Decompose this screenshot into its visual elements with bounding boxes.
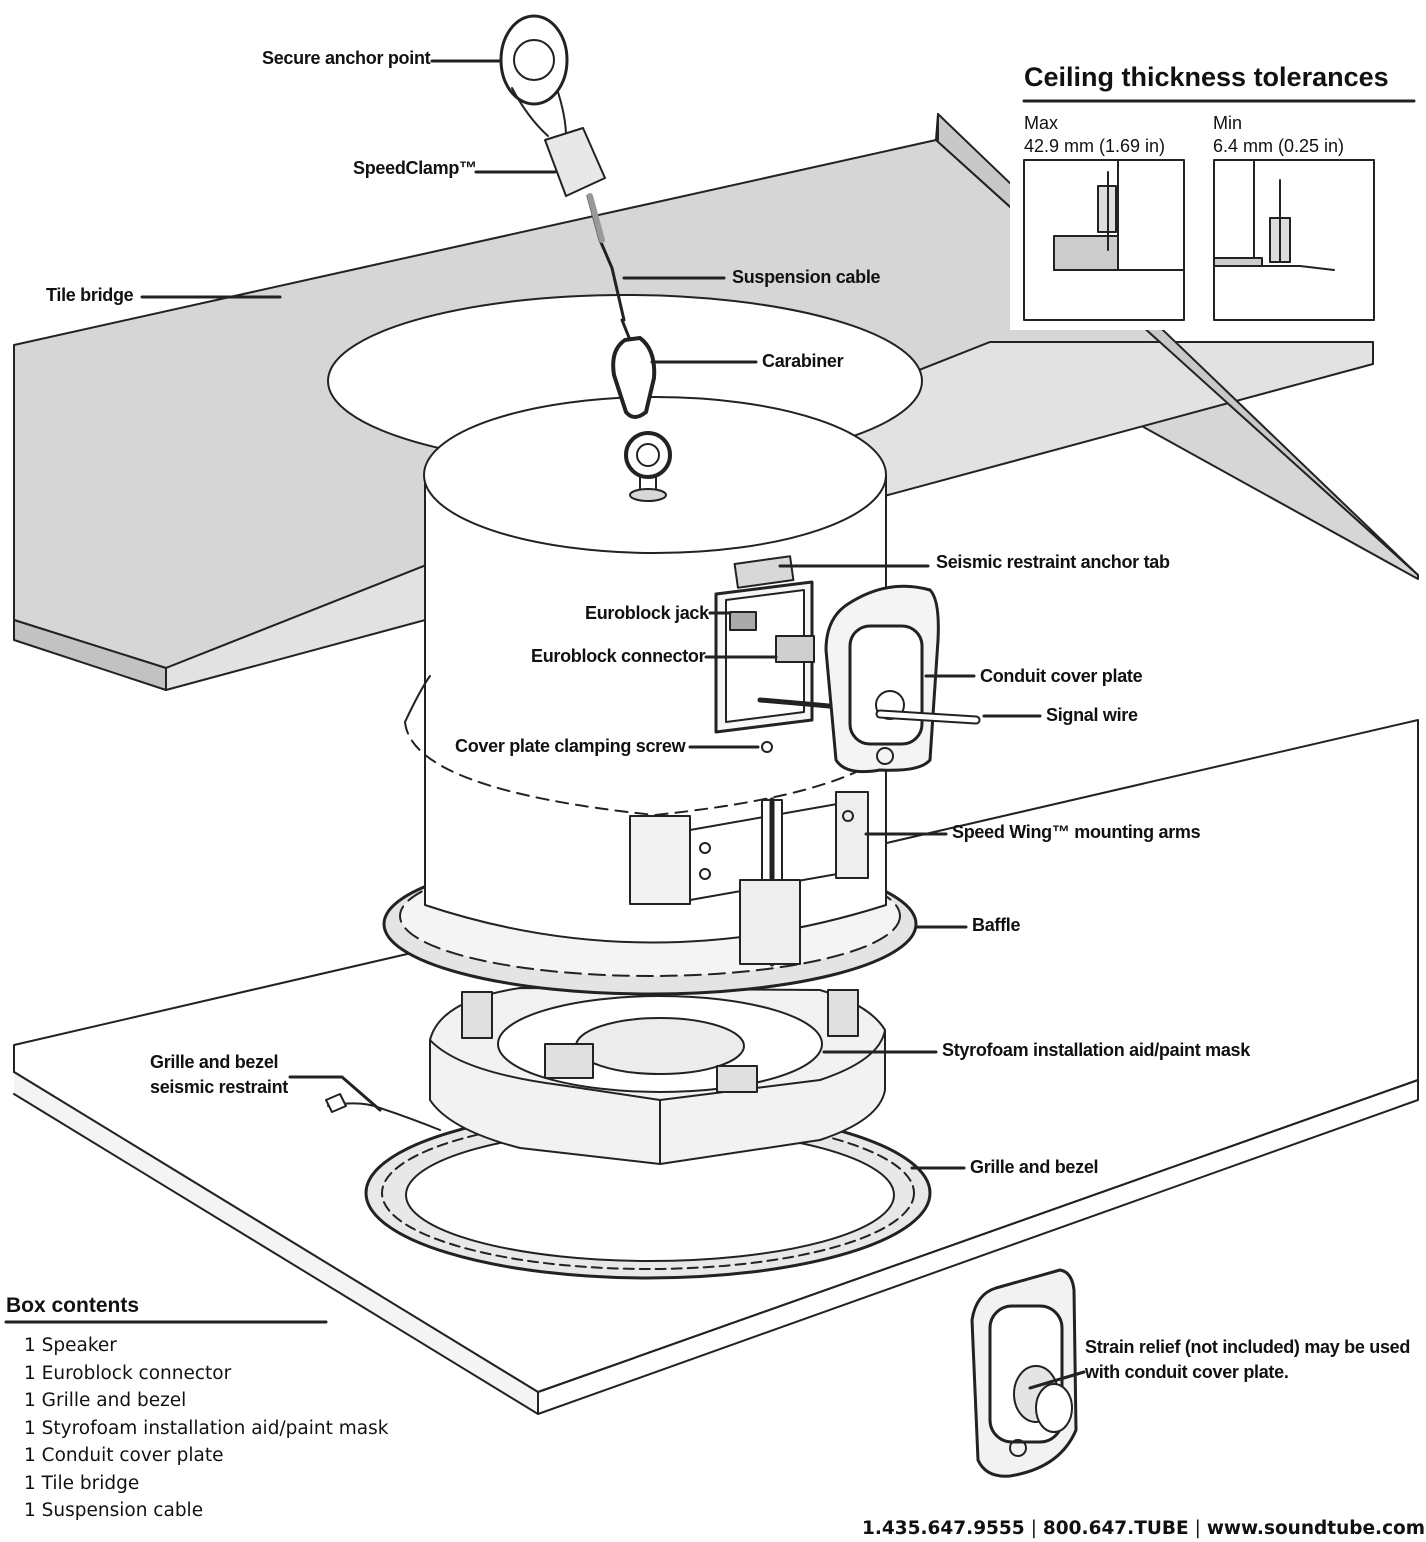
box-contents-title: Box contents bbox=[6, 1294, 140, 1317]
ceiling-thickness-title: Ceiling thickness tolerances bbox=[1024, 62, 1389, 92]
footer-tollfree: 800.647.TUBE bbox=[1042, 1518, 1189, 1539]
box-contents-list: 1 Speaker 1 Euroblock connector 1 Grille… bbox=[24, 1334, 388, 1527]
label-styrofoam: Styrofoam installation aid/paint mask bbox=[942, 1040, 1250, 1060]
max-value: 42.9 mm (1.69 in) bbox=[1024, 136, 1166, 156]
grille-and-bezel bbox=[364, 1106, 932, 1280]
label-secure-anchor-point: Secure anchor point bbox=[262, 48, 431, 68]
ceiling-thickness-min: Min 6.4 mm (0.25 in) bbox=[1213, 112, 1344, 158]
label-cover-plate-clamping-screw: Cover plate clamping screw bbox=[455, 736, 686, 756]
clamping-screw bbox=[761, 741, 773, 753]
conduit-cover-plate bbox=[824, 584, 981, 774]
label-euroblock-jack: Euroblock jack bbox=[585, 603, 709, 623]
list-item: 1 Speaker bbox=[24, 1335, 117, 1356]
suspension-assembly bbox=[499, 14, 657, 419]
max-label: Max bbox=[1024, 113, 1059, 133]
eye-bolt bbox=[624, 431, 672, 502]
list-item: 1 Grille and bezel bbox=[24, 1390, 187, 1411]
footer-separator: | bbox=[1194, 1518, 1201, 1539]
label-grille-seismic-restraint: Grille and bezel seismic restraint bbox=[150, 1052, 288, 1097]
label-strain-relief: Strain relief (not included) may be used… bbox=[1085, 1337, 1411, 1382]
label-seismic-restraint-anchor-tab: Seismic restraint anchor tab bbox=[936, 552, 1170, 572]
styrofoam-aid bbox=[429, 987, 886, 1165]
leader-lines bbox=[4, 59, 1086, 1390]
list-item: 1 Euroblock connector bbox=[24, 1362, 232, 1384]
footer-separator: | bbox=[1030, 1518, 1037, 1539]
min-label: Min bbox=[1213, 113, 1243, 133]
label-euroblock-connector: Euroblock connector bbox=[531, 646, 706, 666]
label-speedclamp: SpeedClamp™ bbox=[353, 158, 477, 178]
label-tile-bridge: Tile bridge bbox=[46, 285, 134, 305]
speed-wing-arms bbox=[629, 791, 869, 967]
ceiling-thickness-max: Max 42.9 mm (1.69 in) bbox=[1024, 112, 1165, 158]
list-item: 1 Tile bridge bbox=[24, 1472, 140, 1494]
list-item: 1 Conduit cover plate bbox=[24, 1445, 224, 1466]
list-item: 1 Suspension cable bbox=[24, 1500, 204, 1521]
label-signal-wire: Signal wire bbox=[1046, 705, 1138, 725]
footer-contact: 1.435.647.9555|800.647.TUBE|www.soundtub… bbox=[862, 1518, 1425, 1539]
list-item: 1 Styrofoam installation aid/paint mask bbox=[24, 1417, 389, 1439]
label-speed-wing-mounting-arms: Speed Wing™ mounting arms bbox=[952, 822, 1201, 842]
label-carabiner: Carabiner bbox=[762, 351, 844, 371]
label-grille-and-bezel: Grille and bezel bbox=[970, 1157, 1099, 1177]
label-suspension-cable: Suspension cable bbox=[732, 267, 881, 287]
label-conduit-cover-plate: Conduit cover plate bbox=[980, 666, 1143, 686]
min-value: 6.4 mm (0.25 in) bbox=[1213, 136, 1345, 156]
footer-website[interactable]: www.soundtube.com bbox=[1206, 1518, 1426, 1539]
footer-phone: 1.435.647.9555 bbox=[862, 1518, 1025, 1539]
strain-relief-illustration bbox=[970, 1268, 1078, 1478]
label-baffle: Baffle bbox=[972, 915, 1021, 935]
ceiling-thickness-inset bbox=[1010, 40, 1420, 330]
